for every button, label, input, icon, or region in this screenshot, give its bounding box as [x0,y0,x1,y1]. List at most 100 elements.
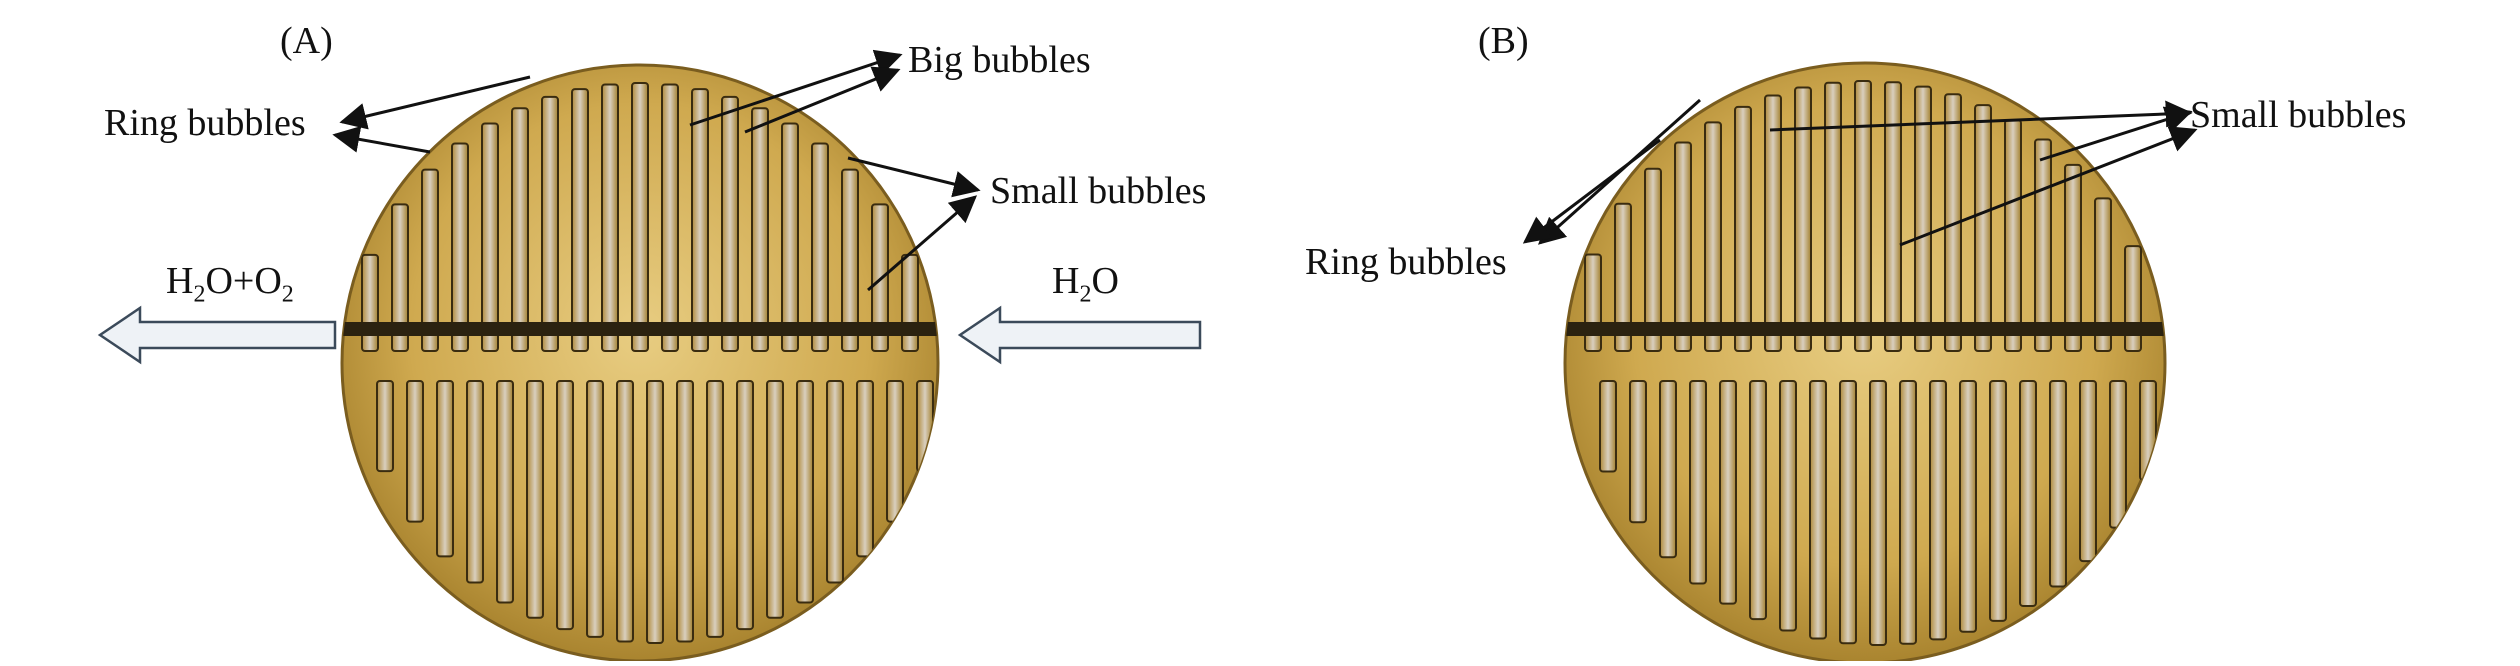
plate-a-lower-channel [676,380,694,643]
plate-b-lower-channel [2079,380,2097,563]
plate-a-lower-channel [856,380,874,558]
pointer-small-a1 [847,156,981,198]
plate-a-lower-channel [826,380,844,584]
plate-b-lower-channel [2019,380,2037,607]
pointer-ring-a1 [339,75,531,130]
pointer-lines-b [1522,98,2198,247]
plate-b-upper-channel [2064,163,2082,352]
pointer-big-a1 [689,49,903,127]
plate-b-lower-channel [1989,380,2007,622]
plate-a-upper-channel [421,168,439,352]
plate-a [340,63,940,663]
plate-b-lower-channel [1599,380,1617,473]
panel-label-b: (B) [1478,20,1529,62]
inlet-label: H2O [1052,262,1119,307]
plate-a-upper-channel [661,83,679,352]
label-big-bubbles-a: Big bubbles [908,39,1091,81]
plate-a-lower-channel [436,380,454,558]
plate-a-lower-channel [646,380,664,644]
plate-a-lower-channel [376,380,394,473]
plate-b-lower-channel [1929,380,1947,641]
plate-a-lower-channel [556,380,574,631]
plate-a-upper-channel [481,122,499,353]
inlet-label-sub1: 2 [1079,281,1092,308]
label-small-bubbles-a: Small bubbles [990,170,1207,212]
pointer-small-a2 [867,195,978,292]
plate-a-lower-channel [706,380,724,638]
plate-a-upper-channel [721,95,739,352]
plate-a-upper-channel [631,82,649,352]
plate-b-lower-channel [1659,380,1677,559]
plate-b [1563,61,2167,665]
plate-b-upper-channel [1644,167,1662,352]
inlet-label-h: H [1052,260,1080,302]
plate-a-upper-channel [751,107,769,352]
label-ring-bubbles-b: Ring bubbles [1305,241,1507,283]
plate-a-upper-channel [811,142,829,352]
panel-label-a: (A) [280,20,333,62]
plate-a-lower-channel [916,380,934,473]
plate-a-upper-channel [511,107,529,352]
plate-b-lower-channel [1629,380,1647,524]
plate-b-upper-channel [1854,80,1872,353]
plate-b-lower-channel [1839,380,1857,645]
plate-b-upper-channel [1884,81,1902,352]
plate-b-upper-channel [1674,141,1692,352]
pointer-big-a2 [744,66,901,134]
plate-b-upper-channel [1704,121,1722,352]
plate-a-upper-channel [391,203,409,352]
plate-a-lower-channel [496,380,514,604]
plate-b-lower-channel [1959,380,1977,633]
plate-a-upper-channel [571,88,589,353]
plate-b-lower-channel [1719,380,1737,605]
plate-b-upper-channel [2034,138,2052,352]
outlet-label-sub1: 2 [193,281,206,308]
plate-b-upper-channel [2094,197,2112,352]
outlet-arrow [97,305,337,365]
plate-b-upper-channel [1974,104,1992,353]
plate-a-lower-channel [796,380,814,604]
plate-a-upper-channel [781,122,799,353]
center-manifold-a [342,322,938,336]
inlet-arrow [957,305,1202,365]
plate-b-lower-channel [2049,380,2067,588]
plate-a-lower-channel [586,380,604,638]
plate-a-upper-channel [901,253,919,352]
plate-b-lower-channel [1869,380,1887,646]
pointer-lines-a [332,49,981,292]
plate-a-lower-channel [406,380,424,523]
plate-b-upper-channel [1734,105,1752,352]
flow-channels-b [1584,80,2157,646]
pointer-ring-b2 [1522,138,1661,244]
outlet-label-h: H [166,260,194,302]
label-ring-bubbles-a: Ring bubbles [104,102,306,144]
plate-a-upper-channel [451,142,469,352]
plate-b-lower-channel [1689,380,1707,585]
plate-a-lower-channel [526,380,544,619]
plate-b-upper-channel [1584,253,1602,352]
plate-a-upper-channel [541,95,559,352]
label-small-bubbles-b: Small bubbles [2190,94,2407,136]
plate-a-lower-channel [886,380,904,523]
plate-b-upper-channel [1614,202,1632,352]
plate-b-upper-channel [1824,81,1842,352]
outlet-label-mid: O+O [205,260,282,302]
plate-a-upper-channel [601,83,619,352]
plate-a-lower-channel [466,380,484,584]
plate-a-upper-channel [361,253,379,352]
plate-b-lower-channel [1809,380,1827,640]
plate-b-upper-channel [1914,85,1932,352]
inlet-label-o: O [1091,260,1119,302]
plate-b-lower-channel [2109,380,2127,529]
plate-a-upper-channel [841,168,859,352]
outlet-label: H2O+O2 [166,262,294,307]
center-manifold-b [1565,322,2165,336]
pointer-ring-a2 [332,125,431,154]
plate-a-upper-channel [691,88,709,353]
pointer-small-b2 [2039,106,2193,162]
plate-a-lower-channel [736,380,754,631]
pointer-small-b1 [1769,100,2193,132]
plate-a-lower-channel [766,380,784,619]
plate-b-lower-channel [1749,380,1767,621]
